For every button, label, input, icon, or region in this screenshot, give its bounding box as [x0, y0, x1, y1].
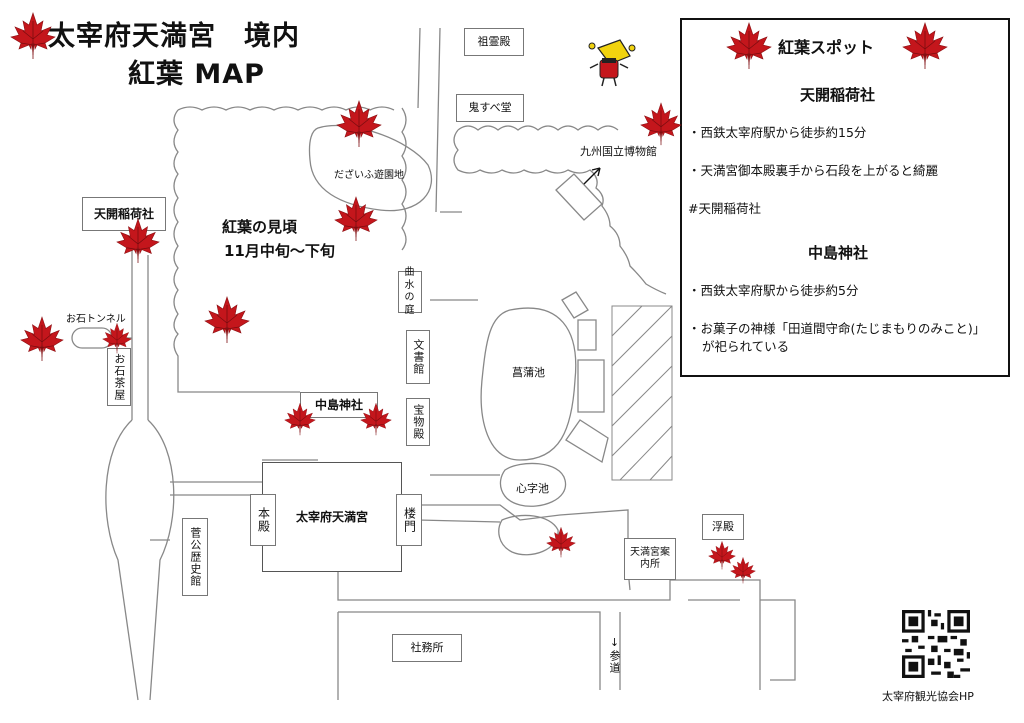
tunnel-label: お石トンネル [66, 314, 126, 325]
sando-label: ↓参道 [608, 636, 621, 674]
maple-leaf-icon [102, 323, 132, 354]
shamusho-label: 社務所 [392, 634, 462, 662]
museum-label: 九州国立博物館 [580, 145, 657, 158]
panel-heading: 紅葉スポット [778, 38, 875, 57]
section-tenkai-item-3: #天開稲荷社 [688, 201, 761, 216]
mascot-icon [588, 39, 636, 87]
section-nakajima-heading: 中島神社 [808, 244, 869, 262]
info-panel: 紅葉スポット 天開稲荷社 ・西鉄太宰府駅から徒歩約15分 ・天満宮御本殿裏手から… [680, 18, 1010, 377]
soreiden-label: 祖霊殿 [464, 28, 524, 56]
romon-label: 楼門 [396, 494, 422, 546]
section-nakajima-item-1: ・西鉄太宰府駅から徒歩約5分 [688, 283, 859, 298]
maple-leaf-icon [726, 22, 772, 70]
maple-leaf-icon [360, 403, 392, 436]
bunsho-label: 文書館 [406, 330, 430, 384]
viewing-period: 11月中旬〜下旬 [224, 242, 335, 260]
ukidono-label: 浮殿 [702, 514, 744, 540]
homotsu-label: 宝物殿 [406, 398, 430, 446]
maple-leaf-icon [20, 316, 64, 362]
maple-leaf-icon [640, 102, 682, 146]
onisube-label: 鬼すべ堂 [456, 94, 524, 122]
section-tenkai-heading: 天開稲荷社 [800, 86, 876, 104]
honden-label: 本殿 [250, 494, 276, 546]
map-title-line2: 紅葉 MAP [128, 59, 265, 90]
arrow-icon [583, 167, 601, 185]
dazaifu-park-label: だざいふ遊園地 [334, 170, 404, 181]
shinji-pond-label: 心字池 [516, 482, 549, 495]
nakajima-label: 中島神社 [300, 392, 378, 418]
annai-label: 天満宮案内所 [624, 538, 676, 580]
maple-leaf-icon [902, 22, 948, 70]
ochaya-label: お石茶屋 [107, 348, 131, 406]
parking-hatch [611, 305, 673, 481]
map-title-line1: 太宰府天満宮 境内 [48, 21, 300, 52]
kyokusui-label: 曲水の庭 [398, 267, 422, 316]
maple-leaf-icon [546, 527, 576, 558]
kanko-museum-label: 菅公歴史館 [182, 518, 208, 596]
maple-leaf-icon [10, 12, 56, 60]
maple-leaf-icon [116, 218, 160, 264]
maple-leaf-icon [730, 557, 756, 584]
kyokusui-text: 曲水の庭 [404, 267, 416, 316]
main-shrine-label: 太宰府天満宮 [262, 462, 402, 572]
section-nakajima-item-2: ・お菓子の神様「田道間守命(たじまもりのみこと)」 [688, 321, 986, 336]
main-shrine-text: 太宰府天満宮 [295, 509, 368, 524]
qr-code-icon[interactable] [902, 610, 970, 678]
maple-leaf-icon [204, 296, 250, 344]
section-tenkai-item-1: ・西鉄太宰府駅から徒歩約15分 [688, 125, 867, 140]
shobu-pond-label: 菖蒲池 [512, 366, 545, 379]
maple-leaf-icon [284, 403, 316, 436]
maple-leaf-icon [334, 196, 378, 242]
section-tenkai-item-2: ・天満宮御本殿裏手から石段を上がると綺麗 [688, 163, 939, 178]
tenkai-inari-label: 天開稲荷社 [82, 197, 166, 231]
annai-text: 天満宮案内所 [630, 546, 670, 571]
qr-caption: 太宰府観光協会HP [882, 690, 974, 703]
maple-leaf-icon [336, 100, 382, 148]
section-nakajima-item-3: が祀られている [702, 339, 790, 354]
viewing-label: 紅葉の見頃 [222, 218, 298, 236]
